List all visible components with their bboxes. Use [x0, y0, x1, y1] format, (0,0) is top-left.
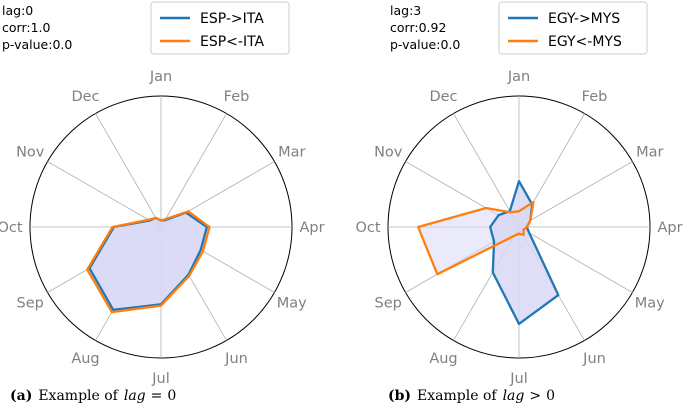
legend-label-series-1: ESP->ITA	[200, 11, 264, 27]
legend-label-series-2: EGY<-MYS	[548, 34, 622, 50]
caption-math-rhs: 0	[546, 388, 555, 404]
month-label-dec: Dec	[71, 89, 99, 105]
month-label-jul: Jul	[151, 371, 170, 387]
caption-label: (b)	[388, 388, 411, 404]
month-label-jul: Jul	[509, 371, 528, 387]
radar-spoke	[518, 226, 633, 293]
month-label-apr: Apr	[657, 220, 682, 236]
radar-spoke	[518, 161, 633, 228]
month-label-jan: Jan	[507, 69, 530, 85]
caption-math-rhs: 0	[167, 388, 176, 404]
month-label-oct: Oct	[0, 220, 23, 236]
legend-label-series-2: ESP<-ITA	[200, 34, 265, 50]
radar-spoke	[453, 113, 520, 228]
month-label-oct: Oct	[355, 220, 380, 236]
month-label-apr: Apr	[299, 220, 324, 236]
corr-stat: corr:0.92	[390, 20, 446, 35]
month-label-may: May	[635, 296, 665, 312]
month-label-aug: Aug	[429, 351, 457, 367]
month-label-jun: Jun	[582, 351, 606, 367]
caption-label: (a)	[10, 388, 32, 404]
radar-series-b	[416, 179, 560, 326]
month-label-dec: Dec	[429, 89, 457, 105]
series-line-2	[416, 200, 535, 276]
caption-b: (b) Example of lag>0	[388, 388, 555, 404]
series-fill-2	[87, 211, 210, 313]
caption-math-lhs: lag	[124, 388, 146, 404]
month-label-feb: Feb	[582, 89, 608, 105]
corr-stat: corr:1.0	[2, 20, 50, 35]
caption-math-op: =	[151, 388, 163, 404]
radar-spoke	[47, 161, 162, 228]
caption-math-op: >	[529, 388, 541, 404]
p-value-stat: p-value:0.0	[2, 37, 72, 52]
p-value-stat: p-value:0.0	[390, 37, 460, 52]
radar-series-a	[86, 210, 211, 314]
radar-spoke	[160, 113, 227, 228]
caption-a: (a) Example of lag =0	[10, 388, 176, 404]
month-label-sep: Sep	[375, 296, 402, 312]
series-line-2	[86, 210, 211, 314]
month-label-nov: Nov	[374, 145, 403, 161]
caption-math-lhs: lag	[503, 388, 525, 404]
legend-a: ESP->ITA ESP<-ITA	[150, 1, 290, 55]
legend-b: EGY->MYS EGY<-MYS	[498, 1, 648, 55]
month-label-feb: Feb	[224, 89, 250, 105]
caption-text: Example of	[38, 388, 119, 404]
month-label-jan: Jan	[149, 69, 172, 85]
month-label-aug: Aug	[71, 351, 99, 367]
month-label-may: May	[277, 296, 307, 312]
month-label-mar: Mar	[278, 145, 305, 161]
month-label-sep: Sep	[17, 296, 44, 312]
month-label-jun: Jun	[224, 351, 248, 367]
month-label-mar: Mar	[636, 145, 663, 161]
caption-text: Example of	[417, 388, 498, 404]
lag-stat: lag:3	[390, 3, 421, 18]
legend-label-series-1: EGY->MYS	[548, 11, 620, 27]
month-label-nov: Nov	[16, 145, 45, 161]
radar-spoke	[95, 113, 162, 228]
lag-stat: lag:0	[2, 3, 33, 18]
